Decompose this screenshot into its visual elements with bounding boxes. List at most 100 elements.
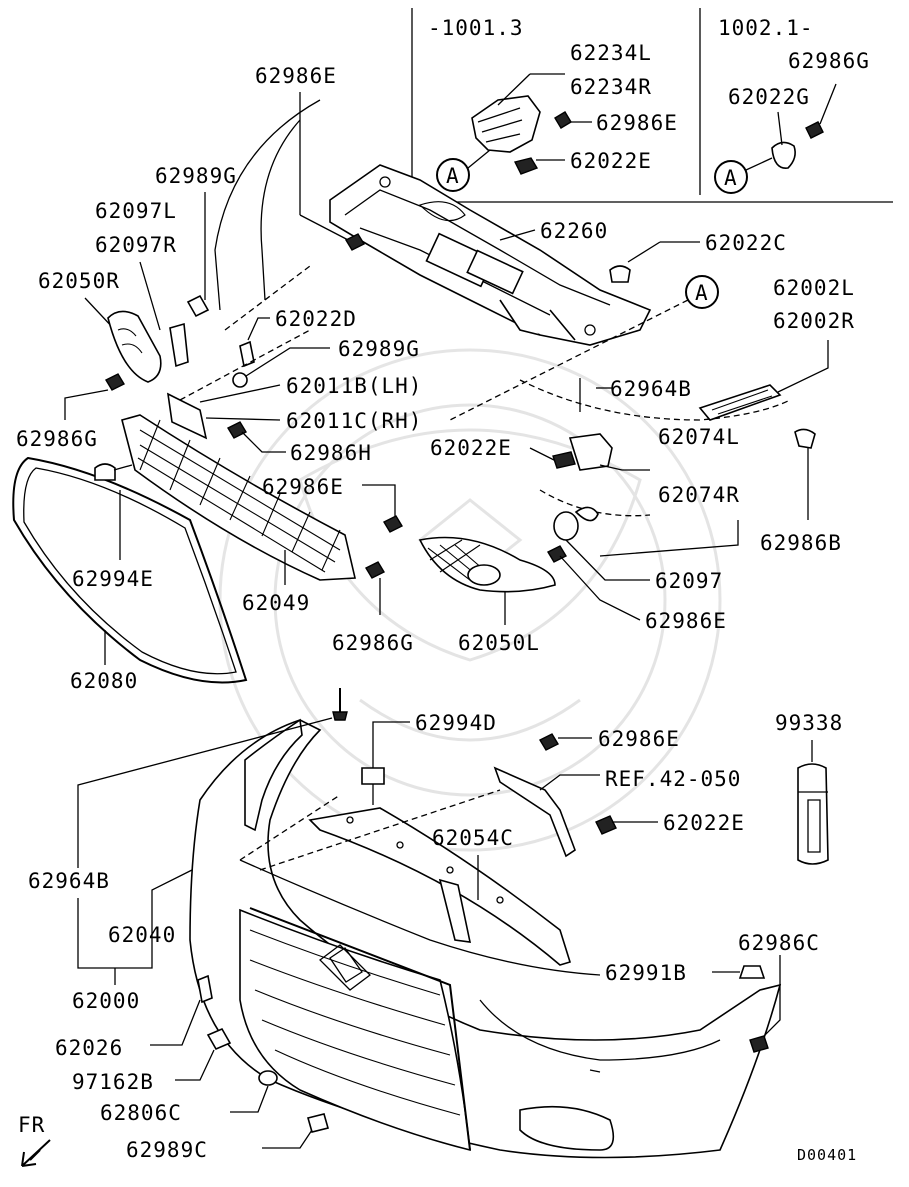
label-62986G-bottom: 62986G <box>332 631 414 655</box>
label-62986E-top: 62986E <box>255 64 337 88</box>
screw-62986G-inset <box>805 121 824 139</box>
label-62074L: 62074L <box>658 425 740 449</box>
screw-62986E-low <box>539 733 559 751</box>
label-62986H: 62986H <box>290 441 372 465</box>
variant-left-range: -1001.3 <box>428 16 524 40</box>
label-62991B: 62991B <box>605 961 687 985</box>
label-62022E-inset: 62022E <box>570 149 652 173</box>
label-62994D: 62994D <box>415 711 497 735</box>
hood-outline <box>214 99 321 311</box>
label-62986B: 62986B <box>760 531 842 555</box>
label-62989G: 62989G <box>155 164 237 188</box>
label-62964B-low: 62964B <box>28 869 110 893</box>
grille-62049 <box>121 414 356 581</box>
direction-label-fr: FR <box>18 1113 45 1137</box>
clip-62022D <box>239 340 255 368</box>
label-62989C: 62989C <box>126 1138 208 1162</box>
grommet-62806C <box>258 1070 278 1086</box>
label-62050R: 62050R <box>38 269 120 293</box>
clip-62989C <box>307 1113 329 1133</box>
label-62002L: 62002L <box>773 276 855 300</box>
ref-42-050: REF.42-050 <box>605 767 741 791</box>
label-62234R: 62234R <box>570 75 652 99</box>
label-62097L: 62097L <box>95 199 177 223</box>
label-62011C: 62011C(RH) <box>286 409 422 433</box>
label-62054C: 62054C <box>432 826 514 850</box>
callout-a-inset-left <box>436 158 470 192</box>
label-99338: 99338 <box>775 711 843 735</box>
clip-62022E-mid <box>552 451 576 469</box>
label-62986E-right: 62986E <box>645 609 727 633</box>
variant-right-range: 1002.1- <box>718 16 814 40</box>
label-97162B: 97162B <box>72 1070 154 1094</box>
screw-62986G-bottom <box>365 561 385 579</box>
reinforcement-62054C <box>308 807 572 966</box>
bracket-62234 <box>471 95 541 153</box>
label-62234L: 62234L <box>570 41 652 65</box>
bracket-62074 <box>568 433 613 471</box>
label-62986E-inset: 62986E <box>596 111 678 135</box>
clip-97162B <box>206 1027 232 1051</box>
bracket-62011 <box>166 392 208 440</box>
label-62964B-top: 62964B <box>610 377 692 401</box>
bolt-62022C <box>609 265 631 283</box>
label-62986G-inset: 62986G <box>788 49 870 73</box>
label-62097: 62097 <box>655 569 723 593</box>
bracket-ref-42-050 <box>493 766 576 858</box>
screw-62986E-top <box>345 233 365 251</box>
clip-62022G <box>771 141 796 169</box>
label-62022D: 62022D <box>275 307 357 331</box>
callout-a-text-1: A <box>446 164 460 188</box>
diagram-ref-code: D00401 <box>797 1146 857 1164</box>
screw-62986E-mid <box>383 515 403 533</box>
front-arrow-icon <box>21 1139 51 1167</box>
label-62040: 62040 <box>108 923 176 947</box>
variant-inset-panel: -1001.3 1002.1- 62234L 62234R 62986E 620… <box>411 8 893 203</box>
clip-62097 <box>574 506 599 522</box>
fog-cover-62050R <box>107 310 162 383</box>
label-62074R: 62074R <box>658 483 740 507</box>
grommet-62989G-mid <box>232 372 248 388</box>
bolt-62994D <box>361 767 385 785</box>
label-62026: 62026 <box>55 1036 123 1060</box>
frame-62080 <box>12 456 248 684</box>
bolt-62994E <box>94 463 116 481</box>
label-62260: 62260 <box>540 219 608 243</box>
label-62986G-left: 62986G <box>16 427 98 451</box>
screw-62986E-inset <box>554 111 572 129</box>
screw-62986B <box>794 428 816 449</box>
grommet-62989G <box>186 294 210 318</box>
label-62806C: 62806C <box>100 1101 182 1125</box>
washer-62097 <box>553 511 579 541</box>
label-62986E-mid: 62986E <box>262 475 344 499</box>
label-62986E-low: 62986E <box>598 727 680 751</box>
nut-62991B <box>738 965 766 979</box>
side-bracket-left <box>244 718 303 832</box>
trim-62002 <box>698 384 782 421</box>
callout-a-text-3: A <box>695 281 709 305</box>
label-62002R: 62002R <box>773 309 855 333</box>
label-62994E: 62994E <box>72 567 154 591</box>
callout-a-main <box>685 275 719 309</box>
label-62080: 62080 <box>70 669 138 693</box>
label-62989G-mid: 62989G <box>338 337 420 361</box>
label-62986C: 62986C <box>738 931 820 955</box>
label-62097R: 62097R <box>95 233 177 257</box>
label-62022E-low: 62022E <box>663 811 745 835</box>
label-62050L: 62050L <box>458 631 540 655</box>
lower-grille-frame <box>249 907 471 1151</box>
label-62022C: 62022C <box>705 231 787 255</box>
screw-62986C <box>749 1035 769 1053</box>
screw-62986H <box>227 421 247 439</box>
callout-a-inset-right <box>714 160 748 194</box>
pad-62026 <box>197 974 213 1004</box>
bumper-face-62040 <box>189 719 782 1159</box>
label-62000: 62000 <box>72 989 140 1013</box>
label-62011B: 62011B(LH) <box>286 374 422 398</box>
label-62022G: 62022G <box>728 85 810 109</box>
callout-a-text-2: A <box>724 166 738 190</box>
radiator-support-62260 <box>329 164 652 346</box>
screw-62986G-left <box>105 373 125 391</box>
label-62022E-mid: 62022E <box>430 436 512 460</box>
